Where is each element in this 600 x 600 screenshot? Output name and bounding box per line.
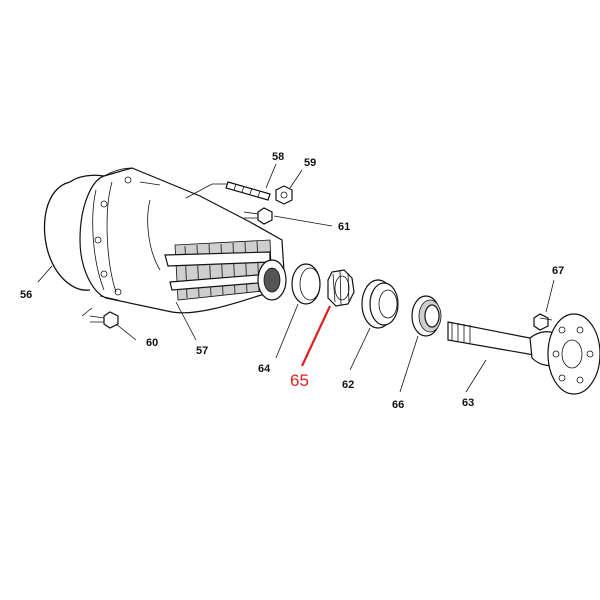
callout-63: 63: [462, 397, 474, 409]
callout-56: 56: [20, 289, 32, 301]
callout-65-highlighted: 65: [290, 371, 309, 390]
callout-66: 66: [392, 399, 404, 411]
callout-64: 64: [258, 363, 271, 375]
callout-62: 62: [342, 379, 354, 391]
part-56-gasket: [43, 174, 105, 291]
part-64-seal-ring: [291, 263, 321, 305]
part-66-bearing-cone: [411, 295, 442, 337]
part-59-nut: [275, 185, 293, 205]
callout-58: 58: [272, 151, 284, 163]
callout-57: 57: [196, 345, 208, 357]
part-57-axle-housing: [79, 167, 287, 314]
part-58-stud: [225, 181, 271, 201]
part-63-axle-shaft: [447, 313, 600, 395]
part-62-bearing-cup: [361, 279, 399, 329]
part-60-bolt: [89, 311, 119, 329]
part-61-bolt: [243, 207, 273, 225]
part-67-wheel-stud: [533, 313, 553, 331]
callout-67: 67: [552, 265, 564, 277]
callout-60: 60: [146, 337, 158, 349]
part-65-nut: [327, 269, 355, 307]
callout-61: 61: [338, 221, 350, 233]
leader-lines: [37, 163, 555, 393]
highlight-leader-65: [301, 305, 331, 367]
callout-59: 59: [304, 157, 316, 169]
